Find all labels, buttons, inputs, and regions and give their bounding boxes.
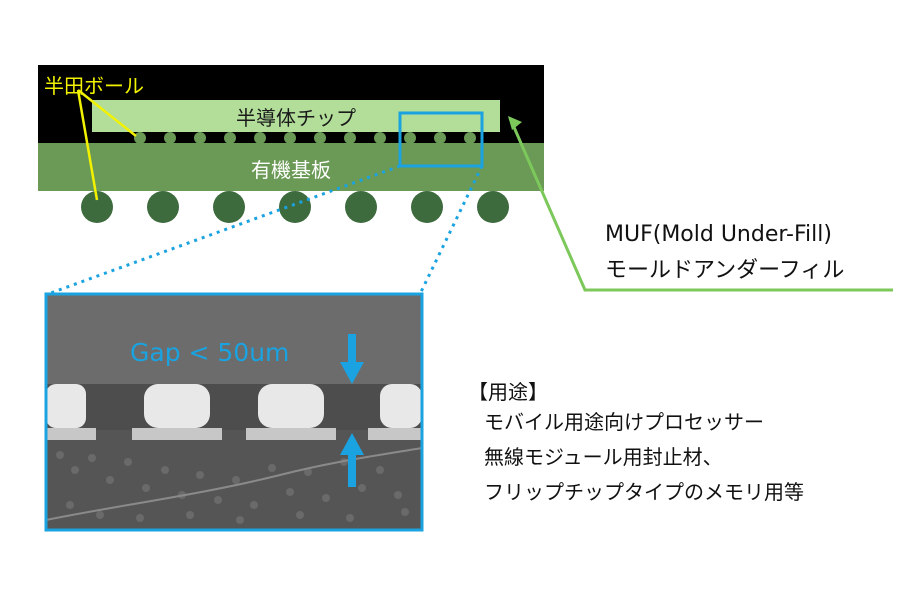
chip-label: 半導体チップ <box>236 106 356 130</box>
micrograph <box>44 292 424 532</box>
gap-arrow-down-icon <box>340 334 364 384</box>
substrate-label: 有機基板 <box>251 158 331 182</box>
solder-balls <box>81 191 509 223</box>
gap-label: Gap < 50um <box>130 338 290 367</box>
zoom-source-box <box>398 111 484 168</box>
muf-label-line1: MUF(Mold Under-Fill) <box>605 222 832 247</box>
usage-heading: 【用途】 <box>468 380 548 404</box>
muf-leader <box>508 117 893 292</box>
solder-ball-label: 半田ボール <box>44 74 144 98</box>
micro-bumps <box>134 132 476 144</box>
zoom-lines <box>47 164 484 296</box>
solder-ball-leaders <box>76 89 137 201</box>
usage-item: フリップチップタイプのメモリ用等 <box>484 480 804 504</box>
gap-arrow-up-icon <box>340 433 364 487</box>
usage-item: モバイル用途向けプロセッサー <box>484 410 764 434</box>
usage-item: 無線モジュール用封止材、 <box>484 445 723 469</box>
muf-label-line2: モールドアンダーフィル <box>605 258 845 283</box>
muf-arrow-icon <box>508 116 522 130</box>
semiconductor-chip <box>92 100 500 132</box>
